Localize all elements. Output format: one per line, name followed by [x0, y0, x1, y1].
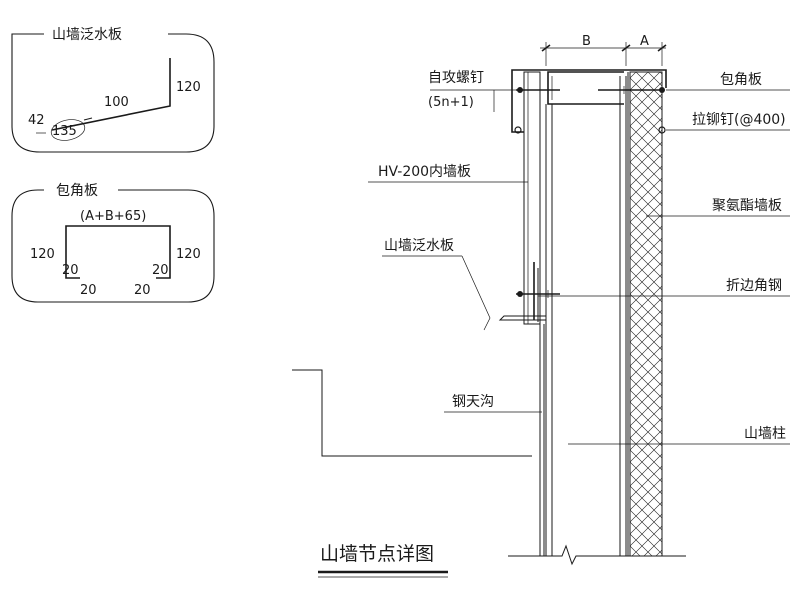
pu-wall-panel — [629, 71, 663, 557]
panel-frame — [11, 189, 215, 303]
label-column: 山墙柱 — [744, 426, 786, 442]
title-text: 山墙节点详图 — [320, 543, 434, 565]
dim-right-120: 120 — [176, 247, 201, 262]
dim-tick — [657, 44, 667, 52]
screw-angle — [516, 290, 560, 298]
gable-detail: B A — [292, 34, 790, 566]
rivet-right — [658, 126, 666, 134]
dim-angle-135: 135 — [52, 124, 77, 139]
dim-right-bottom-20: 20 — [134, 283, 151, 298]
angle-bubble — [50, 119, 86, 141]
label-rivet: 拉铆钉(@400) — [692, 112, 786, 128]
dim-left-inner-20: 20 — [62, 263, 79, 278]
dim-vertical-120: 120 — [176, 80, 201, 95]
rivet-left — [514, 126, 522, 134]
dim-tick — [541, 44, 551, 52]
dim-a-label: A — [640, 34, 649, 49]
dim-slope-100: 100 — [104, 95, 129, 110]
flashing-title: 山墙泛水板 — [52, 27, 122, 43]
dim-right-inner-20: 20 — [152, 263, 169, 278]
break-line — [508, 544, 686, 566]
dim-end-42: 42 — [28, 113, 45, 128]
angle-leader — [83, 117, 93, 121]
flashing-profile-panel: 山墙泛水板 120 100 42 135 — [11, 27, 215, 153]
label-screw: 自攻螺钉 — [428, 70, 484, 86]
dim-top: (A+B+65) — [80, 209, 146, 224]
screw-top — [516, 86, 560, 94]
corner-profile-panel: 包角板 (A+B+65) 120 120 20 20 20 20 — [11, 183, 215, 303]
label-gutter: 钢天沟 — [452, 394, 494, 410]
label-corner: 包角板 — [720, 72, 762, 88]
corner-title: 包角板 — [56, 183, 98, 199]
flashing-profile — [51, 58, 171, 131]
label-flashing: 山墙泛水板 — [384, 238, 454, 254]
c-purlin — [547, 71, 624, 105]
drawing-title: 山墙节点详图 — [318, 543, 448, 578]
dim-left-120: 120 — [30, 247, 55, 262]
label-screw-spacing: (5n+1) — [428, 95, 474, 110]
inner-panel — [523, 71, 541, 325]
leader-flashing — [461, 255, 491, 331]
label-pu-panel: 聚氨酯墙板 — [712, 198, 782, 214]
label-inner-panel: HV-200内墙板 — [378, 164, 471, 180]
dim-b-label: B — [582, 34, 591, 49]
dim-left-bottom-20: 20 — [80, 283, 97, 298]
dim-tick — [621, 44, 631, 52]
angle-steel — [498, 315, 547, 321]
gutter-outline — [292, 369, 532, 457]
screw-purlin — [598, 86, 665, 94]
label-angle-steel: 折边角钢 — [726, 278, 782, 294]
panel-frame — [11, 33, 215, 153]
corner-profile — [65, 225, 171, 279]
